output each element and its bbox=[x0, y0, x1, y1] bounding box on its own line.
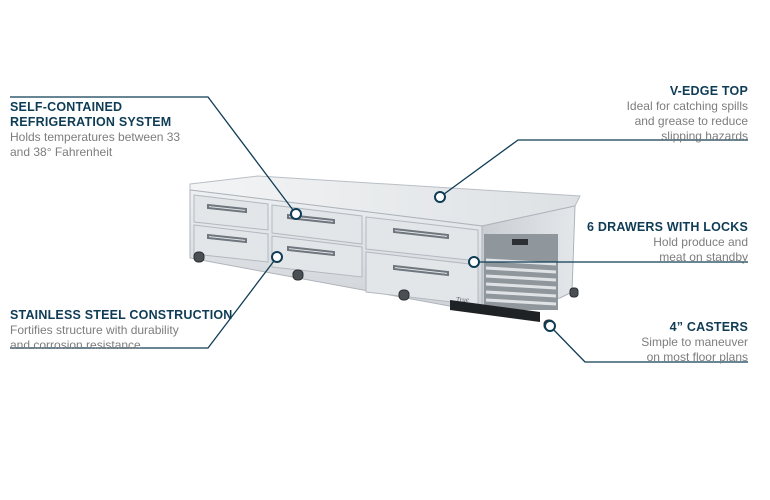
drawers-marker-icon bbox=[468, 256, 480, 268]
refrigeration-title-line2: REFRIGERATION SYSTEM bbox=[10, 115, 172, 129]
caster-icon bbox=[569, 287, 579, 298]
base-shadow bbox=[450, 300, 540, 322]
refrigeration-desc-line2: and 38° Fahrenheit bbox=[10, 145, 113, 159]
drawer-handle bbox=[287, 245, 335, 257]
vedge-desc: Ideal for catching spills bbox=[626, 99, 748, 113]
vedge-callout: V-EDGE TOP Ideal for catching spills and… bbox=[627, 84, 748, 144]
refrigeration-desc: Holds temperatures between 33 bbox=[10, 130, 181, 144]
caster-icon bbox=[398, 289, 410, 301]
casters-leader bbox=[549, 325, 748, 363]
casters-desc-line2: on most floor plans bbox=[646, 350, 748, 364]
casters-title: 4” CASTERS bbox=[669, 320, 748, 334]
refrigeration-grille bbox=[484, 234, 558, 310]
stainless-callout: STAINLESS STEEL CONSTRUCTION Fortifies s… bbox=[10, 308, 233, 353]
drawer-handle bbox=[287, 213, 335, 225]
stainless-title: STAINLESS STEEL CONSTRUCTION bbox=[10, 308, 233, 322]
drawer-4 bbox=[193, 224, 269, 263]
refrigeration-marker-icon bbox=[290, 208, 302, 220]
drawer-handle bbox=[393, 264, 449, 277]
drawer-handle bbox=[207, 203, 247, 214]
refrigeration-callout: SELF-CONTAINED REFRIGERATION SYSTEM Hold… bbox=[10, 100, 180, 160]
drawer-1 bbox=[193, 194, 269, 231]
thermostat-display bbox=[512, 239, 528, 245]
refrigeration-title: SELF-CONTAINED bbox=[10, 100, 123, 114]
stainless-desc: Fortifies structure with durability bbox=[10, 323, 179, 337]
drawer-handle bbox=[207, 233, 247, 244]
drawers-desc-line2: meat on standby bbox=[659, 250, 748, 264]
stainless-leader bbox=[10, 256, 278, 349]
refrigeration-leader bbox=[10, 96, 297, 215]
casters-marker-icon bbox=[544, 320, 556, 332]
drawers-callout: 6 DRAWERS WITH LOCKS Hold produce and me… bbox=[587, 220, 748, 265]
caster-icon bbox=[292, 269, 304, 281]
vedge-title: V-EDGE TOP bbox=[669, 84, 748, 98]
drawer-handle bbox=[393, 227, 449, 240]
brand-logo: True bbox=[456, 296, 469, 304]
casters-callout: 4” CASTERS Simple to maneuver on most fl… bbox=[641, 320, 748, 365]
casters-desc: Simple to maneuver bbox=[641, 335, 748, 349]
drawers-desc: Hold produce and bbox=[653, 235, 748, 249]
vedge-desc-line2: and grease to reduce bbox=[634, 114, 748, 128]
stainless-marker-icon bbox=[271, 251, 283, 263]
caster-icon bbox=[193, 251, 205, 263]
vedge-leader bbox=[439, 139, 748, 198]
vedge-marker-icon bbox=[434, 191, 446, 203]
stainless-desc-line2: and corrosion resistance bbox=[10, 338, 141, 352]
vedge-desc-line3: slipping hazards bbox=[661, 129, 748, 143]
drawers-title: 6 DRAWERS WITH LOCKS bbox=[587, 220, 748, 234]
